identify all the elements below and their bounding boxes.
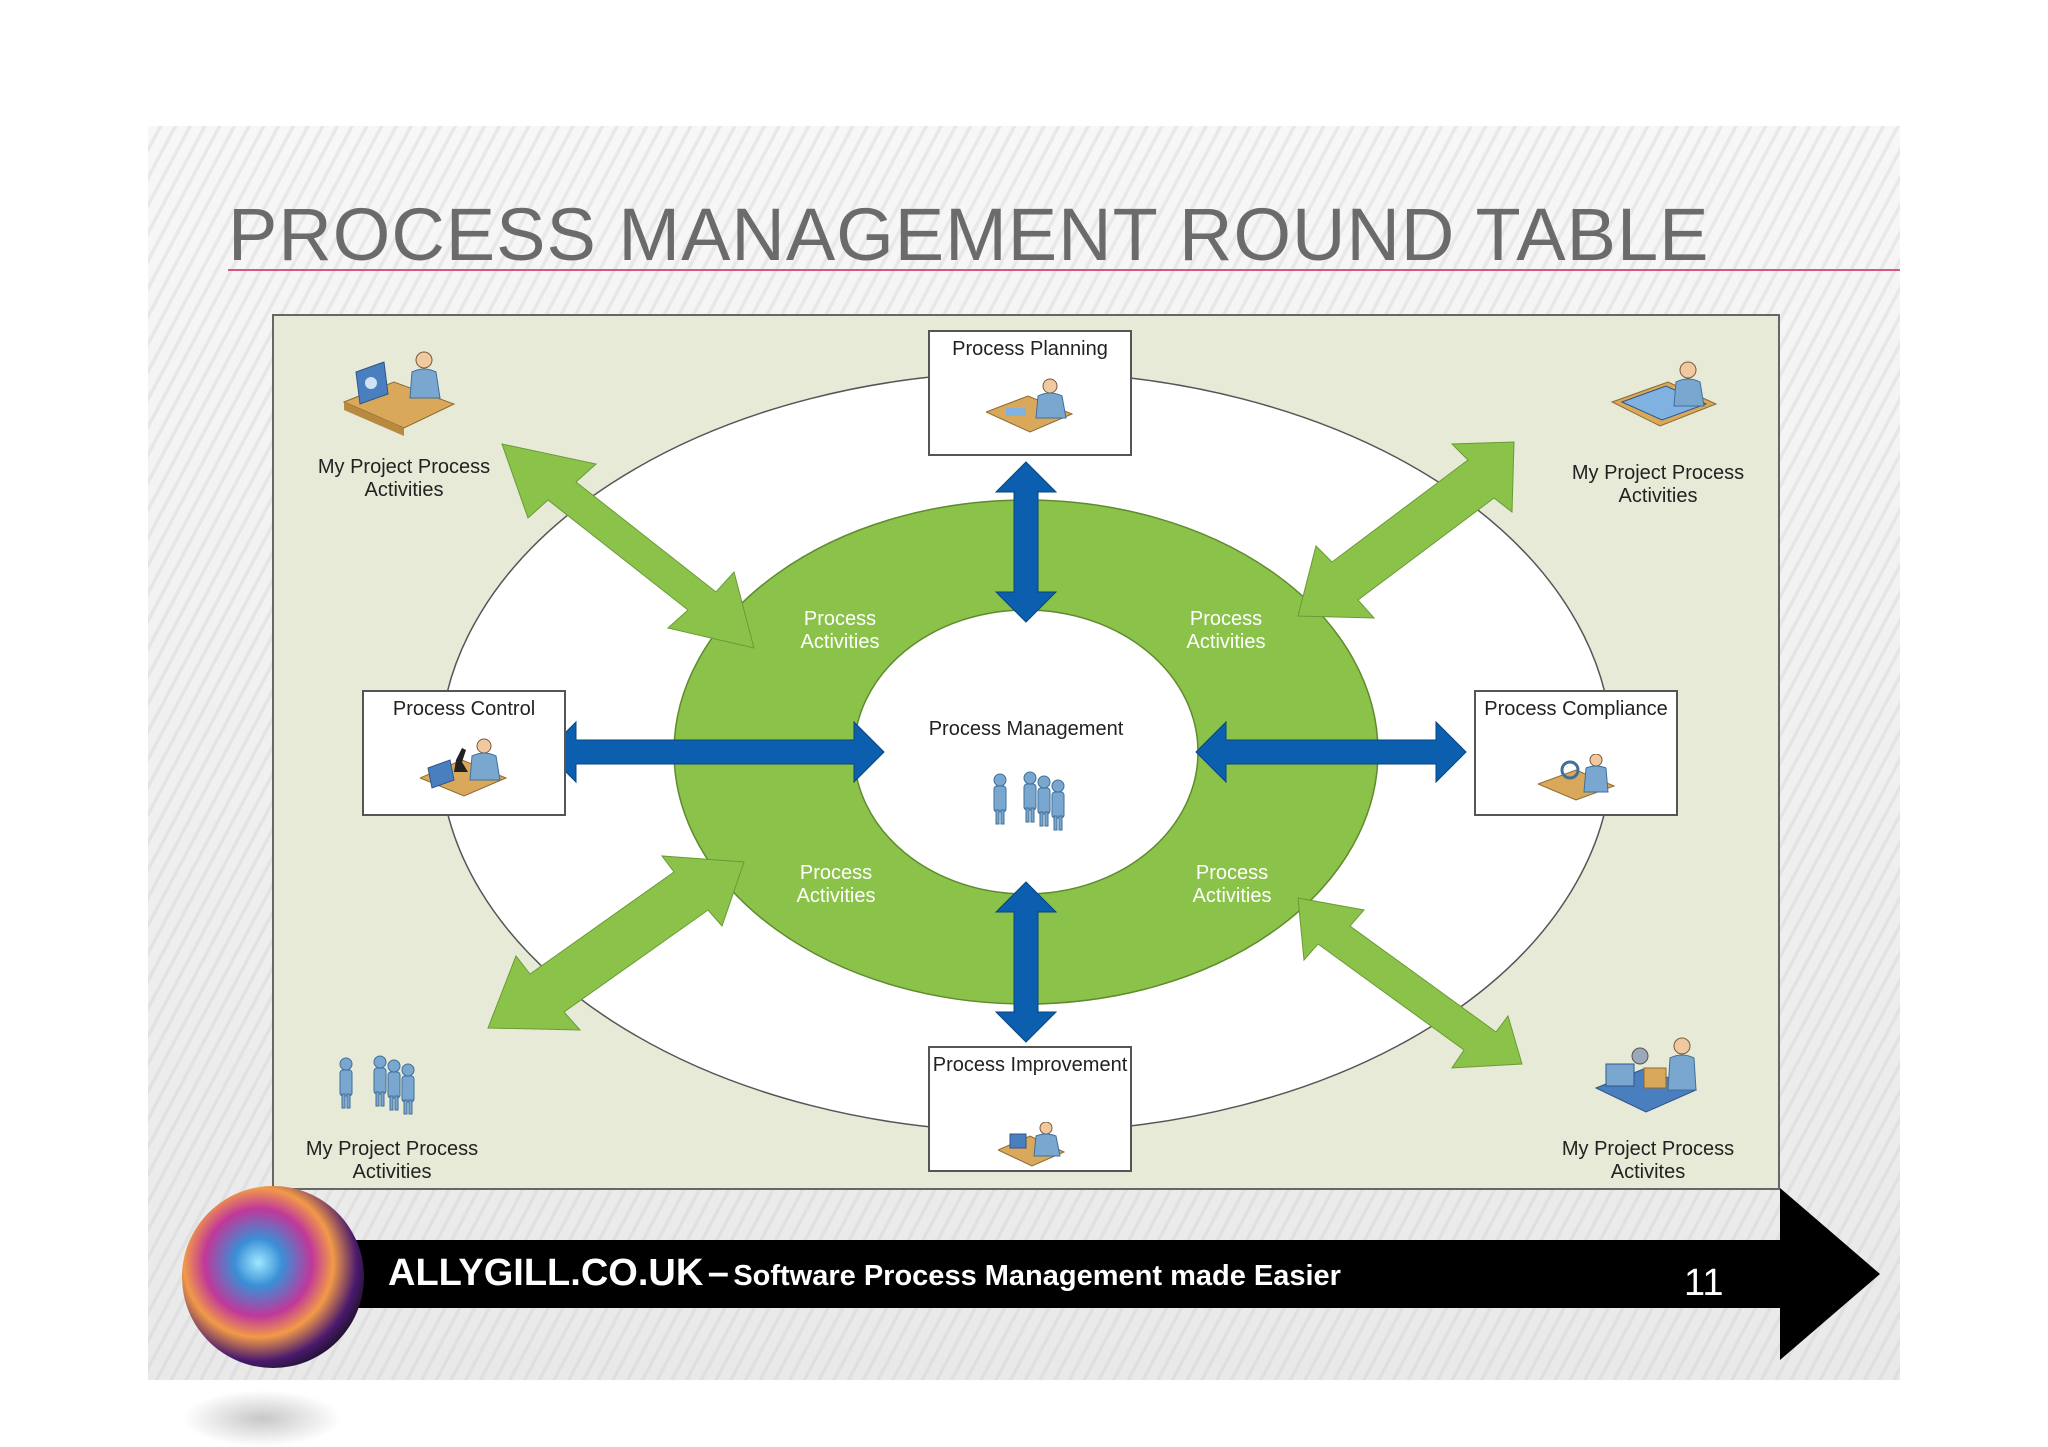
footer-tagline: Software Process Management made Easier: [733, 1260, 1341, 1292]
corner-label-bottom-right: My Project Process Activites: [1561, 1138, 1735, 1183]
footer-banner: [300, 1188, 1880, 1360]
green-arrow-top-right: [1297, 441, 1515, 619]
green-arrow-bottom-right: [1297, 897, 1523, 1069]
footer-dash: –: [707, 1252, 729, 1294]
logo-shadow: [182, 1390, 342, 1447]
blue-arrow-down: [994, 881, 1058, 1043]
swirl-logo-icon: [182, 1186, 364, 1368]
blue-arrow-right: [1195, 720, 1467, 784]
person-with-blueprint-icon: [1610, 361, 1718, 427]
person-with-monitor-icon: [342, 351, 456, 436]
corner-label-top-left: My Project Process Activities: [317, 456, 491, 501]
group-of-people-icon: [339, 1055, 415, 1115]
title-underline: [228, 269, 1900, 271]
group-of-people-icon: [993, 771, 1065, 831]
corner-label-bottom-left: My Project Process Activities: [305, 1138, 479, 1183]
process-control-box: Process Control: [362, 690, 566, 816]
page-number: 11: [1684, 1262, 1724, 1304]
center-label: Process Management: [928, 718, 1124, 740]
ring-label-bottom-right: Process Activities: [1192, 862, 1272, 907]
microscope-desk-icon: [420, 738, 508, 797]
ring-label-bottom-left: Process Activities: [796, 862, 876, 907]
process-planning-box: Process Planning: [928, 330, 1132, 456]
compliance-desk-icon: [1538, 754, 1616, 801]
person-at-desk-icon: [986, 378, 1074, 433]
process-control-label: Process Control: [392, 698, 536, 720]
blue-arrow-left: [545, 720, 885, 784]
slide-title: PROCESS MANAGEMENT ROUND TABLE: [228, 193, 1710, 276]
diagram-canvas: [339, 351, 1718, 1133]
green-arrow-bottom-left: [487, 855, 745, 1031]
corner-label-top-right: My Project Process Activities: [1571, 462, 1745, 507]
process-improvement-label: Process Improvement: [932, 1054, 1128, 1076]
footer-text: ALLYGILL.CO.UK – Software Process Manage…: [388, 1252, 1341, 1295]
process-planning-label: Process Planning: [952, 338, 1108, 360]
ring-label-top-right: Process Activities: [1186, 608, 1266, 653]
person-at-desk-icon: [998, 1122, 1066, 1167]
green-arrow-top-left: [501, 443, 755, 649]
center-ellipse: [853, 609, 1199, 895]
process-compliance-box: Process Compliance: [1474, 690, 1678, 816]
factory-machine-icon: [1594, 1037, 1698, 1113]
footer-site: ALLYGILL.CO.UK: [388, 1252, 704, 1294]
blue-arrow-up: [994, 461, 1058, 623]
process-improvement-box: Process Improvement: [928, 1046, 1132, 1172]
ring-label-top-left: Process Activities: [800, 608, 880, 653]
process-compliance-label: Process Compliance: [1484, 698, 1668, 720]
diagram: Process Activities Process Activities Pr…: [272, 314, 1780, 1190]
